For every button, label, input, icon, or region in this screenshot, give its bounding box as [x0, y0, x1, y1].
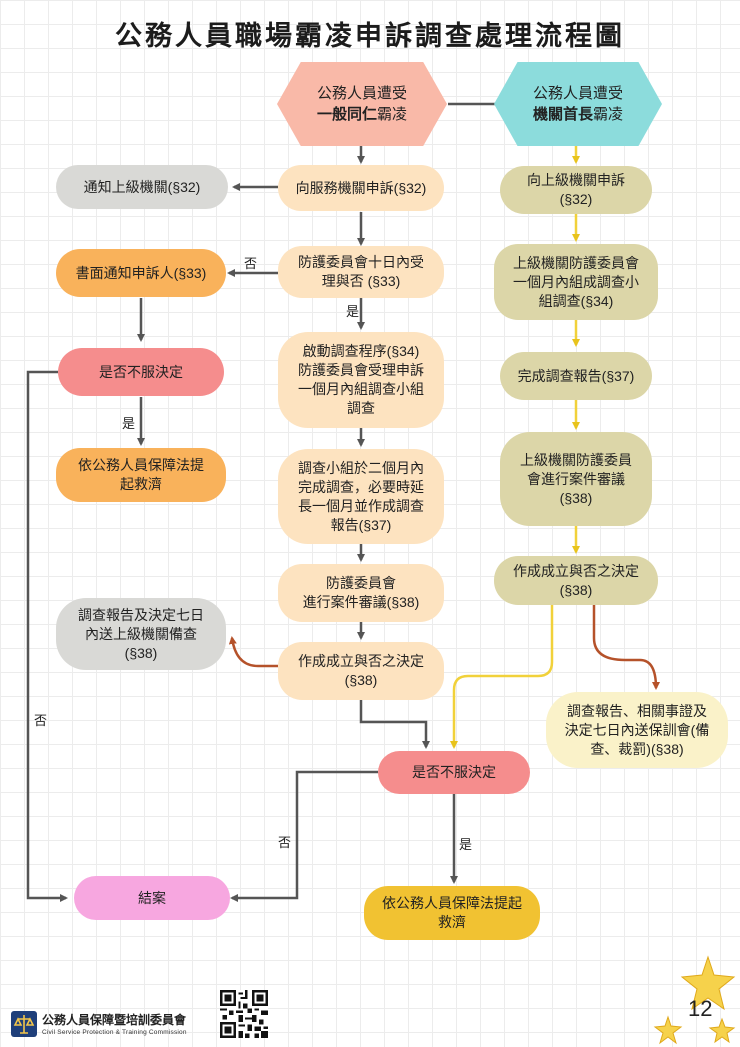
start-investigation-node: 啟動調查程序(§34) 防護委員會受理申訴 一個月內組調查小組 調查: [278, 332, 444, 428]
edge-label-no-top: 否: [244, 256, 258, 271]
edge-label-yes-committee: 是: [346, 304, 360, 319]
decision-right-node: 作成成立與否之決定 (§38): [494, 556, 658, 605]
committee-review-node: 防護委員會 進行案件審議(§38): [278, 564, 444, 622]
start-left-line1: 公務人員遭受: [316, 85, 407, 102]
start-right-line1: 公務人員遭受: [532, 85, 623, 102]
remedy-left-node: 依公務人員保障法提 起救濟: [56, 448, 226, 502]
commission-logo-icon: [11, 1011, 37, 1037]
decision-left-node: 作成成立與否之決定 (§38): [278, 642, 444, 700]
close-case-node: 結案: [74, 876, 230, 920]
edge-label-yes-center: 是: [459, 837, 473, 852]
edge-label-yes-left: 是: [122, 416, 136, 431]
footer-org-english: Civil Service Protection & Training Comm…: [42, 1029, 187, 1036]
footer-org-name: 公務人員保障暨培訓委員會: [42, 1013, 187, 1027]
remedy-center-node: 依公務人員保障法提起 救濟: [364, 886, 540, 940]
start-left-line2: 一般同仁霸凌: [316, 106, 408, 123]
appeal-service-agency-node: 向服務機關申訴(§32): [278, 165, 444, 211]
page-number: 12: [688, 996, 713, 1021]
edge-label-no-center: 否: [278, 835, 292, 850]
edge-label-no-left: 否: [34, 713, 48, 728]
object-decision-left-node: 是否不服決定: [58, 348, 224, 396]
report-to-commission-node: 調查報告、相關事證及 決定七日內送保訓會(備 查、裁罰)(§38): [546, 692, 728, 768]
complete-report-right-node: 完成調查報告(§37): [500, 352, 652, 400]
start-right-line2: 機關首長霸凌: [532, 106, 624, 123]
appeal-superior-agency-node: 向上級機關申訴 (§32): [500, 166, 652, 214]
report-seven-days-node: 調查報告及決定七日 內送上級機關備查 (§38): [56, 598, 226, 670]
notify-superior-node: 通知上級機關(§32): [56, 165, 228, 209]
object-decision-center-node: 是否不服決定: [378, 751, 530, 794]
superior-review-node: 上級機關防護委員 會進行案件審議 (§38): [500, 432, 652, 526]
investigation-two-months-node: 調查小組於二個月內 完成調查，必要時延 長一個月並作成調查 報告(§37): [278, 449, 444, 544]
qr-code-icon: [220, 990, 268, 1038]
start-general-colleague-bullying: 公務人員遭受 一般同仁霸凌: [277, 62, 447, 146]
written-notice-node: 書面通知申訴人(§33): [56, 249, 226, 297]
page-title: 公務人員職場霸凌申訴調查處理流程圖: [115, 21, 625, 51]
decorative-stars-icon: [653, 955, 736, 1045]
start-agency-head-bullying: 公務人員遭受 機關首長霸凌: [494, 62, 662, 146]
committee-ten-days-node: 防護委員會十日內受 理與否 (§33): [278, 246, 444, 298]
superior-committee-month-node: 上級機關防護委員會 一個月內組成調查小 組調查(§34): [494, 244, 658, 320]
